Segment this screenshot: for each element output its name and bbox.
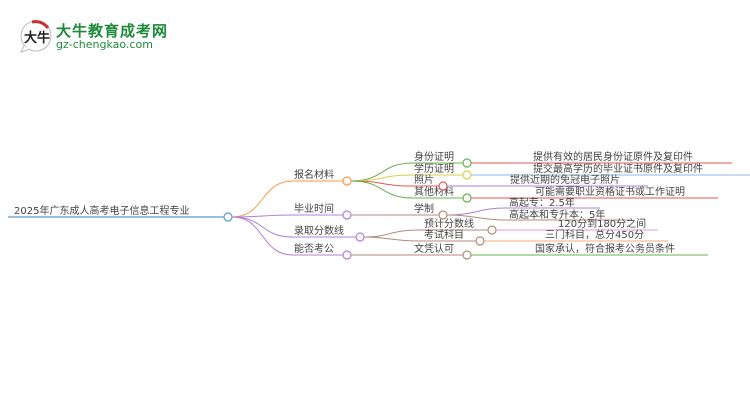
node-toggle[interactable] xyxy=(342,250,352,260)
node-label[interactable]: 身份证明 xyxy=(414,150,454,163)
node-toggle[interactable] xyxy=(487,225,497,235)
detail-text: 三门科目，总分450分 xyxy=(545,228,644,241)
node-label[interactable]: 预计分数线 xyxy=(424,217,474,230)
detail-text: 提供有效的居民身份证原件及复印件 xyxy=(533,150,693,163)
node-toggle[interactable] xyxy=(462,193,472,203)
logo-mark: 大牛 xyxy=(24,30,50,46)
edge xyxy=(231,214,343,218)
node-toggle[interactable] xyxy=(462,158,472,168)
node-label[interactable]: 其他材料 xyxy=(414,185,454,198)
node-label[interactable]: 文凭认可 xyxy=(414,242,454,255)
site-url[interactable]: gz-chengkao.com xyxy=(56,38,153,51)
node-toggle[interactable] xyxy=(342,210,352,220)
node-toggle[interactable] xyxy=(475,236,485,246)
detail-text: 高起本和专升本：5年 xyxy=(509,208,605,221)
root-collapse-toggle[interactable] xyxy=(223,212,233,222)
node-toggle[interactable] xyxy=(462,250,472,260)
node-toggle[interactable] xyxy=(355,232,365,242)
detail-text: 高起专：2.5年 xyxy=(509,196,575,209)
edge xyxy=(231,216,343,256)
edge xyxy=(231,216,356,238)
node-label[interactable]: 照片 xyxy=(414,173,434,186)
detail-text: 可能需要职业资格证书或工作证明 xyxy=(535,185,685,198)
branch-label[interactable]: 毕业时间 xyxy=(294,202,334,215)
brand-name: 大牛教育成考网 xyxy=(56,22,169,40)
node-toggle[interactable] xyxy=(342,176,352,186)
edge xyxy=(231,180,343,218)
root-node[interactable]: 2025年广东成人高考电子信息工程专业 xyxy=(14,204,189,217)
branch-label[interactable]: 能否考公 xyxy=(294,242,334,255)
node-toggle[interactable] xyxy=(438,210,448,220)
detail-text: 国家承认，符合报考公务员条件 xyxy=(535,242,675,255)
detail-text: 提交最高学历的毕业证书原件及复印件 xyxy=(533,162,703,175)
node-label[interactable]: 学制 xyxy=(414,202,434,215)
logo-icon: 大牛 xyxy=(20,20,52,53)
node-label[interactable]: 学历证明 xyxy=(414,162,454,175)
node-toggle[interactable] xyxy=(438,181,448,191)
branch-label[interactable]: 报名材料 xyxy=(294,168,334,181)
detail-text: 120分到180分之间 xyxy=(558,217,646,230)
branch-label[interactable]: 录取分数线 xyxy=(294,224,344,237)
detail-text: 提供近期的免冠电子照片 xyxy=(510,173,620,186)
node-label[interactable]: 考试科目 xyxy=(424,228,464,241)
node-toggle[interactable] xyxy=(462,170,472,180)
